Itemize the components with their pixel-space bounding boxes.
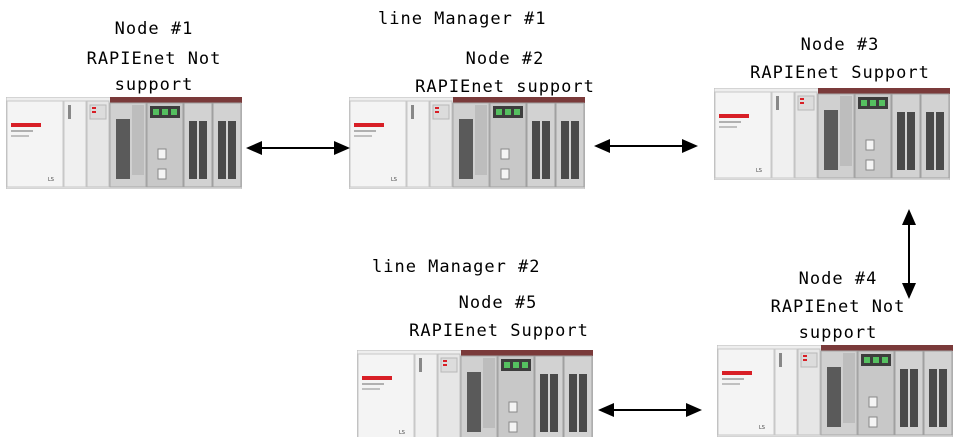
- node-1-plc-image: LS: [6, 97, 242, 189]
- node-4-line1: RAPIEnet Not: [770, 297, 906, 317]
- node-4-plc-image: LS: [717, 345, 953, 437]
- node-2-plc-image: LS: [349, 97, 585, 189]
- node-3-title: Node #3: [800, 35, 880, 55]
- node-5-line1: RAPIEnet Support: [409, 321, 589, 341]
- node-3-line1: RAPIEnet Support: [750, 63, 930, 83]
- node-1-line1: RAPIEnet Not: [86, 49, 222, 69]
- node-4-title: Node #4: [798, 269, 878, 289]
- link-node1-node2-arrow: [246, 141, 350, 155]
- node-2-line1: RAPIEnet support: [415, 77, 595, 97]
- link-node3-node4-arrow: [902, 209, 916, 299]
- line-manager-2-label: line Manager #2: [372, 257, 541, 277]
- node-5-plc-image: LS: [357, 350, 593, 437]
- node-2-title: Node #2: [465, 49, 545, 69]
- node-3-plc-image: LS: [714, 88, 950, 180]
- node-1-line2: support: [114, 75, 194, 95]
- node-4-line2: support: [798, 323, 878, 343]
- svg-text:LS: LS: [759, 425, 765, 431]
- node-1-title: Node #1: [114, 19, 194, 39]
- svg-text:LS: LS: [756, 168, 762, 174]
- link-node5-node4-arrow: [598, 403, 702, 417]
- node-5-title: Node #5: [458, 293, 538, 313]
- svg-text:LS: LS: [399, 430, 405, 436]
- svg-text:LS: LS: [391, 177, 397, 183]
- svg-text:LS: LS: [48, 177, 54, 183]
- line-manager-1-label: line Manager #1: [378, 9, 547, 29]
- link-node2-node3-arrow: [594, 139, 698, 153]
